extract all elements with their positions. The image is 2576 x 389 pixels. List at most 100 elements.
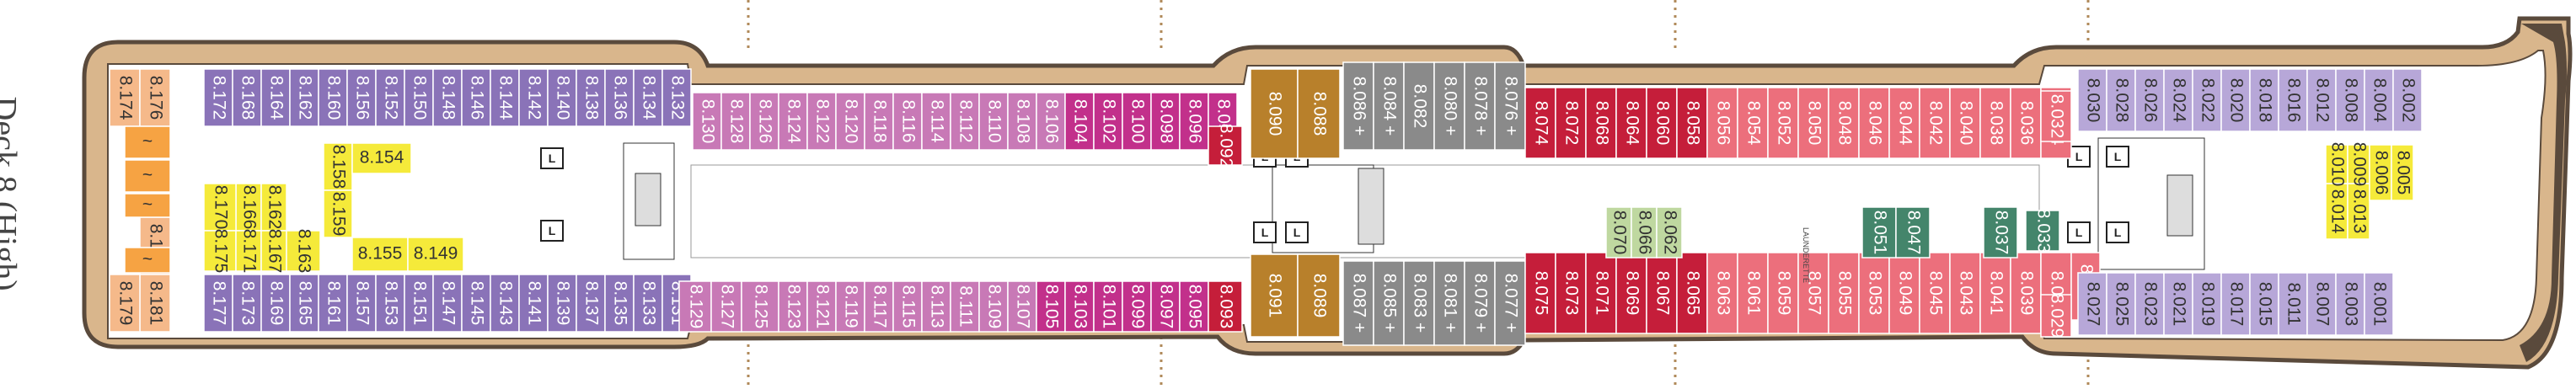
cabin-8-055[interactable]: 8.055 — [1828, 252, 1860, 334]
cabin-8-010[interactable]: 8.010 — [2325, 142, 2348, 187]
cabin-8-095[interactable]: 8.095 — [1179, 280, 1209, 333]
cabin-8-007[interactable]: 8.007 — [2306, 272, 2337, 336]
cabin-8-028[interactable]: 8.028 — [2106, 68, 2136, 132]
cabin-8-099[interactable]: 8.099 — [1122, 280, 1152, 333]
cabin-8-172[interactable]: 8.172 — [203, 68, 233, 127]
cabin-8-068[interactable]: 8.068 — [1585, 87, 1617, 159]
cabin-8-154[interactable]: 8.154 — [351, 142, 412, 174]
cabin-8-139[interactable]: 8.139 — [547, 274, 577, 333]
cabin-8-106[interactable]: 8.106 — [1036, 92, 1066, 151]
cabin-8-013[interactable]: 8.013 — [2347, 183, 2370, 240]
cabin-8-112[interactable]: 8.112 — [950, 92, 980, 151]
cabin-8-021[interactable]: 8.021 — [2163, 272, 2193, 336]
cabin-8-005[interactable]: 8.005 — [2391, 144, 2414, 201]
cabin-8-177[interactable]: 8.177 — [203, 274, 233, 333]
cabin-8-032[interactable]: 8.032 — [2040, 90, 2072, 142]
cabin-8-087[interactable]: 8.087 + — [1342, 260, 1374, 346]
cabin-8-017[interactable]: 8.017 — [2220, 272, 2251, 336]
cabin-8-046[interactable]: 8.046 — [1858, 87, 1890, 159]
cabin-8-132[interactable]: 8.132 — [661, 68, 692, 127]
cabin-8-040[interactable]: 8.040 — [1949, 87, 1981, 159]
cabin-8-130[interactable]: 8.130 — [692, 92, 722, 151]
cabin-8-114[interactable]: 8.114 — [921, 92, 951, 151]
cabin-8-080[interactable]: 8.080 + — [1433, 61, 1465, 151]
cabin-8-050[interactable]: 8.050 — [1797, 87, 1829, 159]
cabin-8-155[interactable]: 8.155 — [351, 237, 409, 272]
cabin-8-158[interactable]: 8.158 — [323, 142, 353, 191]
cabin-8-148[interactable]: 8.148 — [432, 68, 463, 127]
cabin-8-048[interactable]: 8.048 — [1828, 87, 1860, 159]
cabin-8-079[interactable]: 8.079 + — [1464, 260, 1496, 346]
cabin-8-115[interactable]: 8.115 — [892, 280, 923, 333]
cabin-8-125[interactable]: 8.125 — [741, 280, 779, 333]
cabin-8-044[interactable]: 8.044 — [1888, 87, 1920, 159]
cabin-8-054[interactable]: 8.054 — [1737, 87, 1769, 159]
cabin-8-127[interactable]: 8.127 — [710, 280, 742, 333]
cabin-8-029[interactable]: 8.029 — [2040, 294, 2072, 338]
cabin-8-082[interactable]: 8.082 — [1403, 61, 1435, 151]
cabin-8-009[interactable]: 8.009 — [2347, 142, 2370, 187]
cabin-[interactable]: ~ — [124, 159, 171, 193]
cabin-8-041[interactable]: 8.041 — [1979, 252, 2011, 334]
cabin-8-075[interactable]: 8.075 — [1524, 252, 1556, 334]
cabin-8-179[interactable]: 8.179 — [109, 274, 141, 333]
cabin-8-003[interactable]: 8.003 — [2335, 272, 2365, 336]
cabin-8-020[interactable]: 8.020 — [2220, 68, 2251, 132]
cabin-8-143[interactable]: 8.143 — [490, 274, 520, 333]
cabin-8-016[interactable]: 8.016 — [2278, 68, 2308, 132]
cabin-8-163[interactable]: 8.163 — [286, 229, 321, 274]
cabin-8-097[interactable]: 8.097 — [1150, 280, 1181, 333]
cabin-8-018[interactable]: 8.018 — [2249, 68, 2279, 132]
cabin-8-089[interactable]: 8.089 — [1297, 253, 1341, 338]
cabin-8-088[interactable]: 8.088 — [1297, 68, 1341, 159]
cabin-8-152[interactable]: 8.152 — [375, 68, 405, 127]
cabin-8-056[interactable]: 8.056 — [1706, 87, 1738, 159]
cabin-8-141[interactable]: 8.141 — [518, 274, 549, 333]
cabin-8-169[interactable]: 8.169 — [260, 274, 291, 333]
cabin-8-033[interactable]: 8.033 — [2025, 209, 2060, 253]
cabin-8-001[interactable]: 8.001 — [2364, 272, 2394, 336]
cabin-8-123[interactable]: 8.123 — [778, 280, 808, 333]
cabin-8-166[interactable]: 8.166 — [235, 183, 262, 232]
cabin-8-073[interactable]: 8.073 — [1555, 252, 1587, 334]
cabin-8-064[interactable]: 8.064 — [1615, 87, 1647, 159]
cabin-8-109[interactable]: 8.109 — [978, 280, 1009, 333]
cabin-[interactable]: ~ — [124, 125, 171, 159]
cabin-8-098[interactable]: 8.098 — [1150, 92, 1181, 151]
cabin-8-036[interactable]: 8.036 — [2010, 87, 2042, 159]
cabin-8-078[interactable]: 8.078 + — [1464, 61, 1496, 151]
cabin-8-110[interactable]: 8.110 — [978, 92, 1009, 151]
cabin-8-173[interactable]: 8.173 — [232, 274, 262, 333]
cabin-8-071[interactable]: 8.071 — [1585, 252, 1617, 334]
cabin-8-012[interactable]: 8.012 — [2306, 68, 2337, 132]
cabin-8-157[interactable]: 8.157 — [346, 274, 377, 333]
cabin-8-161[interactable]: 8.161 — [318, 274, 348, 333]
cabin-8-004[interactable]: 8.004 — [2364, 68, 2394, 132]
cabin-8-168[interactable]: 8.168 — [232, 68, 262, 127]
cabin-8-053[interactable]: 8.053 — [1858, 252, 1890, 334]
cabin-8-051[interactable]: 8.051 — [1861, 206, 1897, 258]
cabin-8-092[interactable]: 8.092 — [1208, 124, 1243, 168]
cabin-8-138[interactable]: 8.138 — [576, 68, 606, 127]
cabin-8-113[interactable]: 8.113 — [921, 280, 951, 333]
cabin-8-085[interactable]: 8.085 + — [1373, 260, 1405, 346]
cabin-8-140[interactable]: 8.140 — [547, 68, 577, 127]
cabin-8-049[interactable]: 8.049 — [1888, 252, 1920, 334]
cabin-8-108[interactable]: 8.108 — [1007, 92, 1037, 151]
cabin-8-060[interactable]: 8.060 — [1646, 87, 1678, 159]
cabin-8-181[interactable]: 8.181 — [139, 274, 171, 333]
cabin-8-117[interactable]: 8.117 — [864, 280, 894, 333]
cabin-8-150[interactable]: 8.150 — [404, 68, 434, 127]
cabin-8-142[interactable]: 8.142 — [518, 68, 549, 127]
cabin-8-129[interactable]: 8.129 — [678, 280, 712, 333]
cabin-8-026[interactable]: 8.026 — [2134, 68, 2165, 132]
cabin-8-174[interactable]: 8.174 — [109, 68, 141, 127]
cabin-8-135[interactable]: 8.135 — [604, 274, 635, 333]
cabin-8-165[interactable]: 8.165 — [289, 274, 319, 333]
cabin-8-147[interactable]: 8.147 — [432, 274, 463, 333]
cabin-8-066[interactable]: 8.066 — [1631, 206, 1658, 258]
cabin-[interactable]: ~ — [124, 193, 171, 218]
cabin-[interactable]: ~ — [124, 247, 171, 274]
cabin-8-090[interactable]: 8.090 — [1250, 68, 1299, 159]
cabin-8-126[interactable]: 8.126 — [749, 92, 779, 151]
